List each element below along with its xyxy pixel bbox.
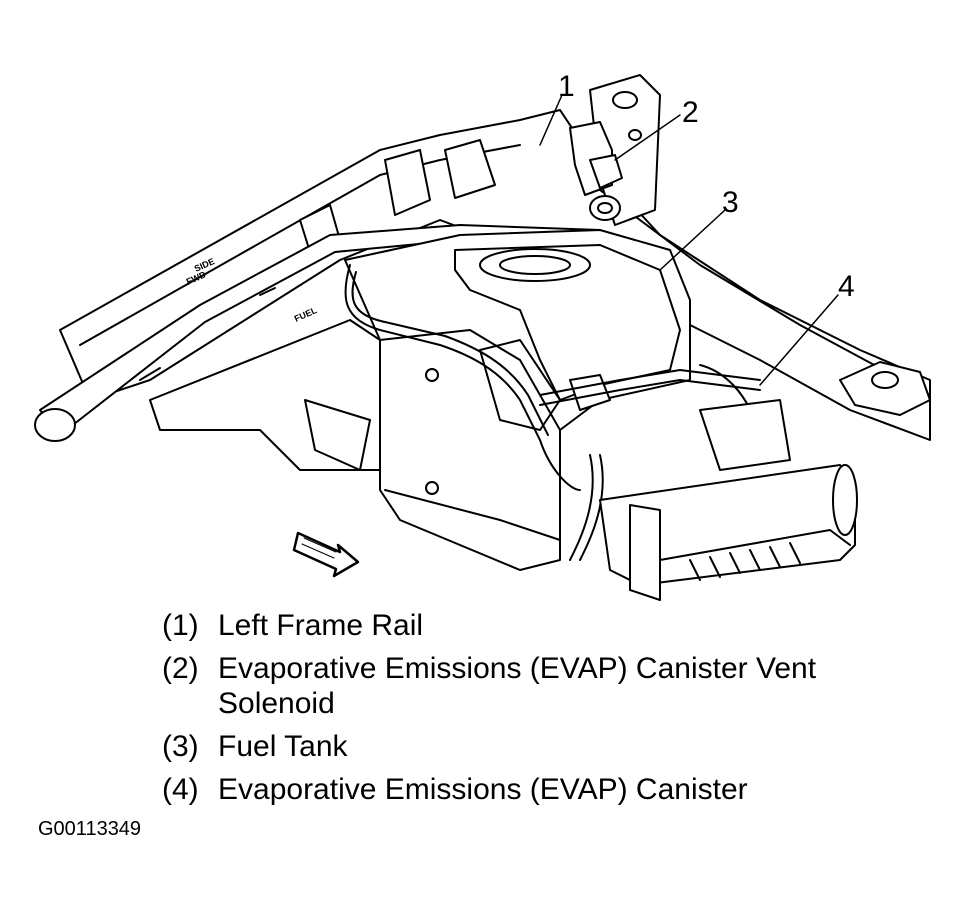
evap-canister [599, 399, 858, 601]
legend-label: Evaporative Emissions (EVAP) Canister [218, 773, 748, 806]
callout-leaders [539, 94, 839, 386]
callout-3: 3 [722, 186, 739, 219]
legend-label: Left Frame Rail [218, 609, 424, 642]
legend-number: (4) [162, 773, 199, 806]
legend-item-1: (1) Left Frame Rail [162, 608, 882, 643]
left-frame-rail [59, 109, 931, 441]
fuel-tank [344, 229, 691, 571]
callout-2: 2 [682, 96, 699, 129]
callout-leader-4 [759, 294, 839, 386]
legend-label: Fuel Tank [218, 730, 348, 763]
callout-1: 1 [558, 70, 575, 103]
evap-lines [344, 264, 781, 561]
legend-item-3: (3) Fuel Tank [162, 729, 882, 764]
evap-system-illustration: SIDE FWD FUEL 1 2 3 4 [34, 70, 931, 601]
legend-number: (1) [162, 609, 199, 642]
legend: (1) Left Frame Rail (2) Evaporative Emis… [162, 608, 882, 815]
underbody-panel [149, 319, 381, 471]
callout-leader-3 [659, 209, 726, 271]
legend-item-2: (2) Evaporative Emissions (EVAP) Caniste… [162, 651, 882, 721]
stamp-fuel: FUEL [293, 305, 319, 324]
callout-4: 4 [838, 270, 855, 303]
legend-number: (2) [162, 652, 199, 685]
legend-label: Evaporative Emissions (EVAP) Canister Ve… [218, 652, 817, 720]
callout-leader-1 [539, 94, 563, 146]
figure-id: G00113349 [38, 818, 142, 840]
evap-canister-vent-solenoid [569, 121, 623, 221]
callout-leader-2 [614, 114, 681, 161]
legend-item-4: (4) Evaporative Emissions (EVAP) Caniste… [162, 772, 882, 807]
forward-arrow-icon [292, 531, 360, 578]
legend-number: (3) [162, 730, 199, 763]
